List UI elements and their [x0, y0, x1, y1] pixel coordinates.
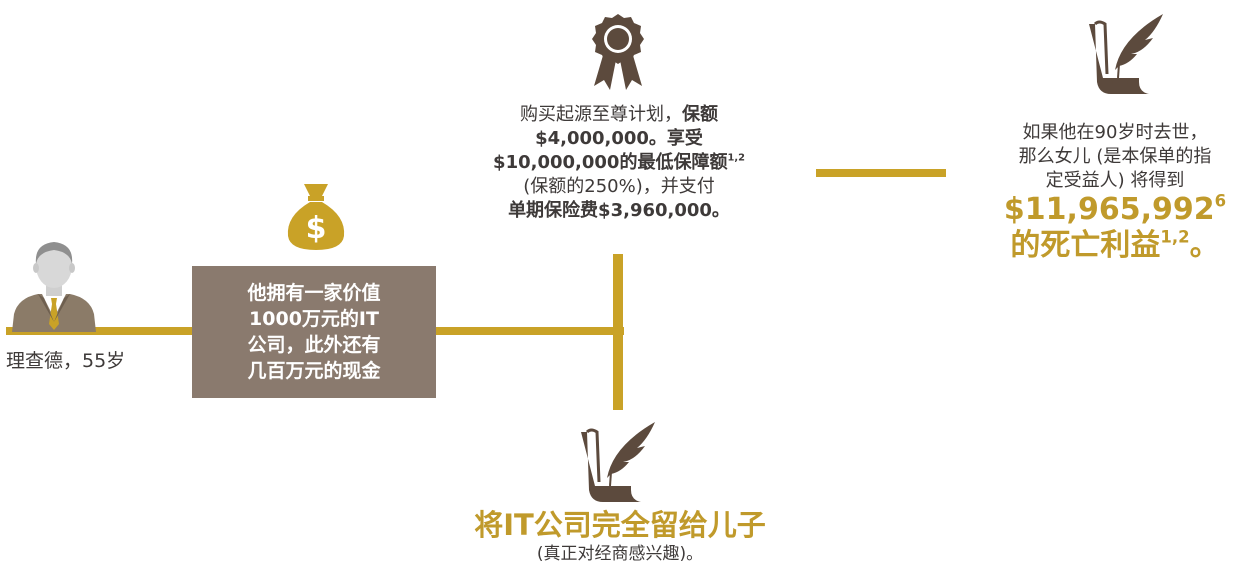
quill-scroll-icon [575, 420, 659, 504]
daughter-line-1: 如果他在90岁时去世， [1022, 122, 1208, 143]
award-ribbon-icon [586, 12, 650, 90]
quill-scroll-icon [1085, 12, 1165, 96]
daughter-line-3: 定受益人) 将得到 [1045, 170, 1185, 191]
asset-summary-box: 他拥有一家价值 1000万元的IT 公司，此外还有 几百万元的现金 [192, 266, 436, 398]
plan-line-5: 单期保险费$3,960,000。 [508, 200, 730, 221]
plan-line-3: $10,000,000的最低保障额 [493, 152, 728, 173]
plan-line-1b: 保额 [682, 104, 718, 125]
son-subtitle: (真正对经商感兴趣)。 [536, 544, 704, 564]
daughter-line-2: 那么女儿 (是本保单的指 [1018, 146, 1212, 167]
plan-line-2: $4,000,000。享受 [535, 128, 703, 149]
plan-description: 购买起源至尊计划，保额 $4,000,000。享受 $10,000,000的最低… [430, 103, 808, 223]
asset-line-3: 公司，此外还有 [247, 334, 381, 356]
asset-line-2: 1000万元的IT [249, 308, 379, 330]
connector-person-to-box [6, 327, 196, 335]
dollar-sign: $ [306, 211, 327, 246]
plan-line-1a: 购买起源至尊计划， [520, 104, 682, 125]
death-benefit-label-footnote: 1,2 [1160, 227, 1190, 247]
plan-line-4: (保额的250%)，并支付 [523, 176, 715, 197]
death-benefit-value: $11,965,992 [1003, 192, 1215, 227]
plan-line-3-footnote: 1,2 [727, 152, 745, 164]
person-label: 理查德，55岁 [6, 350, 126, 372]
asset-line-4: 几百万元的现金 [247, 360, 381, 382]
death-benefit-end: 。 [1189, 228, 1220, 263]
businessman-avatar-icon [8, 236, 100, 332]
death-benefit-label: 的死亡利益 [1010, 228, 1161, 263]
asset-line-1: 他拥有一家价值 [247, 282, 381, 304]
son-title: 将IT公司完全留给儿子 [474, 508, 766, 542]
daughter-description: 如果他在90岁时去世， 那么女儿 (是本保单的指 定受益人) 将得到 [980, 121, 1250, 193]
death-benefit-value-footnote: 6 [1214, 191, 1227, 211]
death-benefit-amount: $11,965,9926 的死亡利益1,2。 [980, 192, 1250, 264]
connector-box-to-junction [436, 327, 624, 335]
connector-vertical-trunk [613, 254, 623, 410]
connector-plan-to-daughter [816, 169, 946, 177]
money-bag-icon: $ [282, 180, 350, 252]
